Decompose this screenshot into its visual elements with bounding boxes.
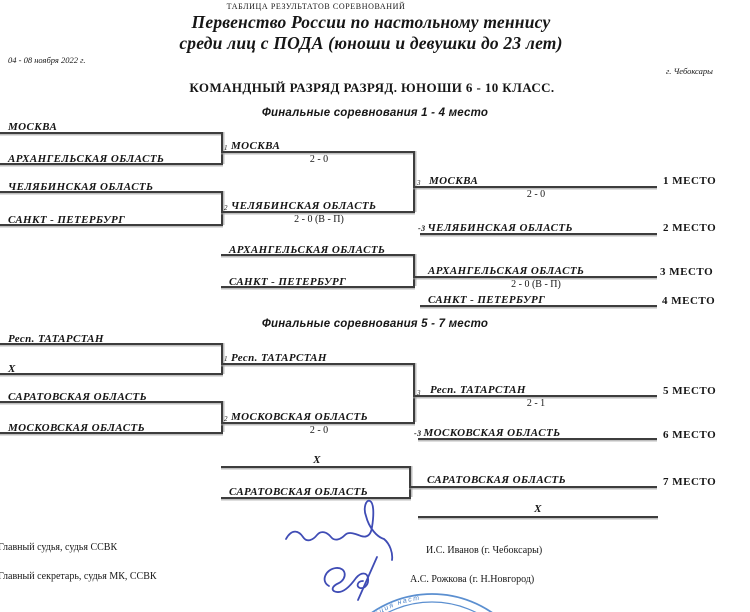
bracket-line bbox=[0, 132, 223, 134]
bracket1-semi2-match-no: 2 bbox=[224, 204, 228, 212]
bracket1-final-loser-no: -3 bbox=[418, 224, 426, 233]
tournament-title-line2: среди лиц с ПОДА (юноши и девушки до 23 … bbox=[179, 33, 563, 53]
bracket2-semi2-team-b: МОСКОВСКАЯ ОБЛАСТЬ bbox=[8, 422, 146, 434]
bracket1-final-winner: МОСКВА bbox=[429, 175, 479, 187]
bracket1-third-team-b: САНКТ - ПЕТЕРБУРГ bbox=[229, 276, 347, 288]
chief-secretary-name: А.С. Рожкова (г. Н.Новгород) bbox=[410, 574, 535, 585]
bracket2-semi1-winner: Респ. ТАТАРСТАН bbox=[231, 352, 327, 364]
bracket-line bbox=[418, 438, 657, 440]
place-6-label: 6 МЕСТО bbox=[663, 429, 717, 441]
bracket-line bbox=[221, 211, 415, 213]
bracket1-semi2-team-b: САНКТ - ПЕТЕРБУРГ bbox=[8, 214, 126, 226]
doc-type-label: ТАБЛИЦА РЕЗУЛЬТАТОВ СОРЕВНОВАНИЙ bbox=[226, 2, 406, 11]
round-stamp: Федерация наст bbox=[351, 593, 493, 612]
bracket1-third-score: 2 - 0 (В - П) bbox=[511, 279, 561, 290]
bracket2-seventh-team-a: X bbox=[313, 454, 321, 466]
chief-judge-name: И.С. Иванов (г. Чебоксары) bbox=[426, 545, 543, 556]
bracket2-seventh-winner: САРАТОВСКАЯ ОБЛАСТЬ bbox=[427, 474, 567, 486]
event-city: г. Чебоксары bbox=[666, 66, 713, 76]
bracket-connector bbox=[413, 363, 415, 422]
bracket-line bbox=[0, 191, 223, 193]
event-dates: 04 - 08 ноября 2022 г. bbox=[8, 55, 86, 65]
bracket-line bbox=[221, 497, 411, 499]
bracket2-semi1-match-no: 1 bbox=[224, 355, 228, 363]
chief-secretary-label: Главный секретарь, судья МК, ССВК bbox=[0, 571, 157, 582]
bracket1-final-match-no: 3 bbox=[417, 179, 421, 187]
bracket-line bbox=[420, 233, 657, 235]
bracket-line bbox=[0, 401, 223, 403]
bracket2-semi1-team-a: Респ. ТАТАРСТАН bbox=[8, 333, 104, 345]
bracket2-seventh-loser: X bbox=[534, 503, 542, 515]
bracket1-semi1-team-a: МОСКВА bbox=[8, 121, 58, 133]
bracket-connector bbox=[413, 151, 415, 212]
bracket-line bbox=[221, 466, 411, 468]
bracket2-seventh-team-b: САРАТОВСКАЯ ОБЛАСТЬ bbox=[229, 486, 369, 498]
bracket-line bbox=[413, 395, 657, 397]
bracket1-semi1-team-b: АРХАНГЕЛЬСКАЯ ОБЛАСТЬ bbox=[8, 153, 165, 165]
bracket1-final-score: 2 - 0 bbox=[526, 189, 546, 200]
tournament-title-line1: Первенство России по настольному теннису bbox=[191, 12, 551, 32]
bracket-connector bbox=[221, 401, 223, 432]
event-category-title: КОМАНДНЫЙ РАЗРЯД РАЗРЯД. ЮНОШИ 6 - 10 КЛ… bbox=[189, 80, 555, 95]
place-7-label: 7 МЕСТО bbox=[663, 476, 717, 488]
bracket1-third-team-a: АРХАНГЕЛЬСКАЯ ОБЛАСТЬ bbox=[229, 244, 386, 256]
bracket2-final-match-no: 3 bbox=[417, 389, 421, 397]
bracket1-semi2-winner: ЧЕЛЯБИНСКАЯ ОБЛАСТЬ bbox=[231, 200, 377, 212]
secretary-signature bbox=[323, 556, 378, 601]
bracket2-semi2-score: 2 - 0 bbox=[309, 425, 329, 436]
bracket-line bbox=[221, 151, 415, 153]
bracket-line bbox=[221, 363, 415, 365]
bracket-connector bbox=[221, 343, 223, 374]
bracket-line bbox=[0, 163, 223, 165]
bracket2-semi2-team-a: САРАТОВСКАЯ ОБЛАСТЬ bbox=[8, 391, 148, 403]
bracket1-semi1-score: 2 - 0 bbox=[309, 154, 329, 165]
bracket2-final-loser-name: МОСКОВСКАЯ ОБЛАСТЬ bbox=[423, 427, 561, 439]
chief-judge-label: Главный судья, судья ССВК bbox=[0, 542, 118, 553]
bracket1-semi1-winner: МОСКВА bbox=[231, 140, 281, 152]
judge-signature bbox=[285, 499, 394, 561]
bracket2-title: Финальные соревнования 5 - 7 место bbox=[261, 318, 489, 330]
bracket1-title: Финальные соревнования 1 - 4 место bbox=[261, 107, 489, 119]
bracket2-semi1-team-b: X bbox=[8, 363, 16, 375]
bracket2-final-loser-no: -3 bbox=[414, 429, 422, 438]
bracket1-final-loser-name: ЧЕЛЯБИНСКАЯ ОБЛАСТЬ bbox=[427, 222, 573, 234]
bracket2-final-winner: Респ. ТАТАРСТАН bbox=[430, 384, 526, 396]
place-2-label: 2 МЕСТО bbox=[663, 222, 717, 234]
stamp-arc-text: Федерация наст bbox=[351, 595, 419, 612]
bracket-connector bbox=[221, 132, 223, 164]
bracket-line bbox=[0, 343, 223, 345]
bracket-connector bbox=[221, 191, 223, 225]
bracket1-semi2-score: 2 - 0 (В - П) bbox=[294, 214, 344, 225]
bracket2-semi2-winner: МОСКОВСКАЯ ОБЛАСТЬ bbox=[231, 411, 369, 423]
bracket-line bbox=[413, 276, 657, 278]
place-3-label: 3 МЕСТО bbox=[660, 266, 714, 278]
bracket2-semi2-match-no: 2 bbox=[224, 415, 228, 423]
bracket-line bbox=[221, 422, 415, 424]
bracket1-semi1-match-no: 1 bbox=[224, 144, 228, 152]
bracket-line bbox=[221, 286, 415, 288]
bracket1-third-winner: АРХАНГЕЛЬСКАЯ ОБЛАСТЬ bbox=[428, 265, 585, 277]
bracket1-semi2-team-a: ЧЕЛЯБИНСКАЯ ОБЛАСТЬ bbox=[8, 181, 154, 193]
place-4-label: 4 МЕСТО bbox=[662, 295, 716, 307]
bracket-line bbox=[413, 186, 657, 188]
svg-text:Федерация наст: Федерация наст bbox=[351, 595, 421, 612]
bracket-line bbox=[0, 432, 223, 434]
bracket-connector bbox=[409, 466, 411, 497]
bracket-line bbox=[0, 224, 223, 226]
bracket-line bbox=[418, 516, 658, 518]
place-1-label: 1 МЕСТО bbox=[663, 175, 717, 187]
bracket-connector bbox=[413, 254, 415, 286]
bracket1-third-loser: САНКТ - ПЕТЕРБУРГ bbox=[428, 294, 546, 306]
bracket2-final-score: 2 - 1 bbox=[526, 398, 546, 409]
bracket-line bbox=[221, 254, 415, 256]
bracket-line bbox=[0, 373, 223, 375]
bracket-line bbox=[409, 486, 657, 488]
bracket-line bbox=[420, 305, 657, 307]
place-5-label: 5 МЕСТО bbox=[663, 385, 717, 397]
